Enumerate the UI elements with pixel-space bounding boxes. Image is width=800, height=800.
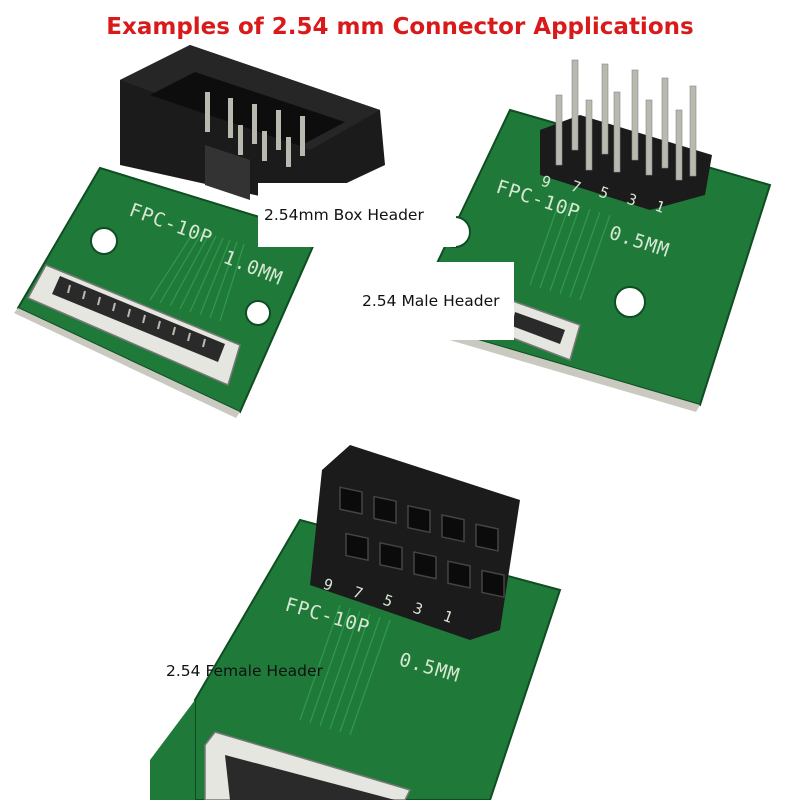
female-header-board-image: 9 7 5 3 1 FPC-10P 0.5MM: [150, 445, 562, 800]
box-header-label: 2.54mm Box Header: [258, 183, 456, 247]
male-header-label: 2.54 Male Header: [356, 262, 514, 340]
page-title: Examples of 2.54 mm Connector Applicatio…: [106, 14, 694, 40]
male-header-board-image: 9 7 5 3 1 FPC-10P 0.5MM: [405, 59, 772, 412]
female-header-label: 2.54 Female Header: [166, 662, 323, 680]
box-header-board-image: FPC-10P 1.0MM: [14, 45, 385, 418]
